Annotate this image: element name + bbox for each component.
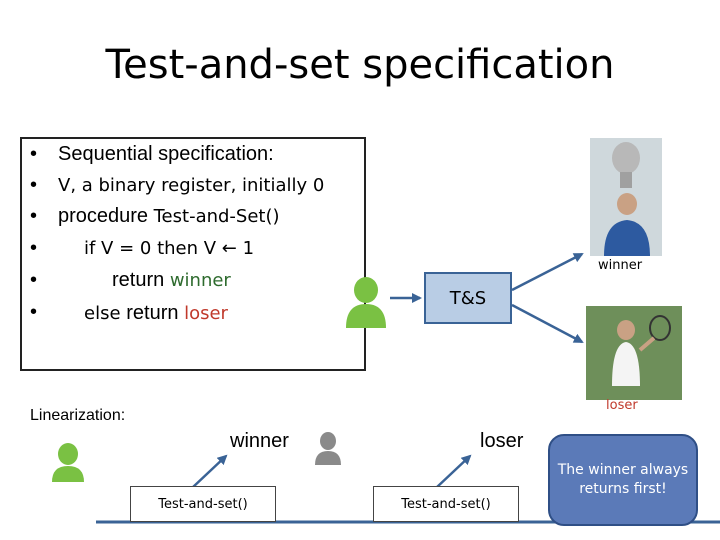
arrow-to-winner [511, 252, 584, 292]
slide-title: Test-and-set specification [105, 42, 615, 88]
ts-box: T&S [424, 272, 512, 324]
spec-line-6: else return loser [84, 302, 228, 325]
user-green-icon [52, 443, 84, 482]
spec-line-3: procedure Test-and-Set() [58, 205, 280, 228]
timeline-winner-label: winner [230, 430, 289, 452]
trophy-player-photo [590, 138, 662, 256]
bullet: • [30, 301, 38, 323]
loser-label: loser [606, 398, 638, 413]
return-keyword: return [112, 269, 170, 291]
trophy-player-image [590, 138, 662, 256]
arrow-call2-loser [435, 454, 472, 489]
winner-value: winner [169, 270, 231, 291]
specification-box [20, 137, 366, 371]
bullet: • [30, 174, 38, 196]
else-keyword: else [84, 303, 127, 324]
linearization-label: Linearization: [30, 407, 126, 424]
tennis-player-image [586, 306, 682, 400]
winner-label: winner [598, 258, 643, 273]
bullet: • [30, 143, 38, 165]
call-box-2: Test-and-set() [373, 486, 519, 522]
spec-line-3-proc: Test-and-Set() [153, 206, 280, 227]
timeline-loser-label: loser [480, 430, 524, 452]
spec-line-3-keyword: procedure [58, 205, 154, 227]
callout-note: The winner always returns first! [548, 434, 698, 526]
arrow-to-loser [511, 303, 584, 344]
loser-value: loser [184, 303, 228, 324]
spec-line-1: Sequential specification: [58, 143, 274, 165]
call-box-1: Test-and-set() [130, 486, 276, 522]
bullet: • [30, 237, 38, 259]
spec-line-2: V, a binary register, initially 0 [58, 175, 325, 196]
tennis-player-photo [586, 306, 682, 400]
spec-line-4: if V = 0 then V ← 1 [84, 238, 255, 259]
user-green-icon [346, 277, 386, 328]
bullet: • [30, 269, 38, 291]
bullet: • [30, 205, 38, 227]
return-keyword: return [126, 302, 185, 324]
arrow-call1-winner [191, 454, 228, 489]
spec-line-5: return winner [112, 269, 231, 292]
user-grey-icon [315, 432, 341, 465]
